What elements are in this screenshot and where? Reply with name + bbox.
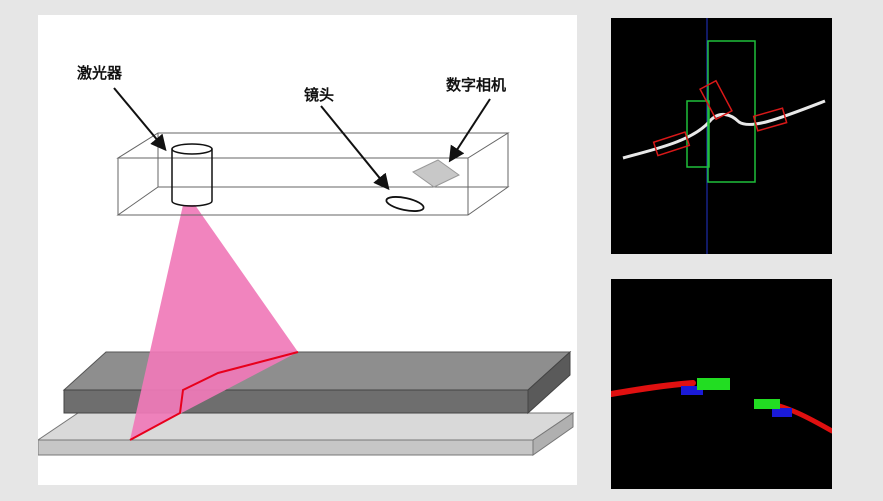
seam-detection-view (611, 18, 832, 254)
blue-marker-right (772, 408, 792, 417)
laser-arrow (113, 87, 167, 152)
laser-emitter (171, 143, 213, 207)
red-box-left (652, 131, 691, 157)
red-box-right (752, 107, 788, 132)
lens-icon (385, 196, 425, 212)
base-plate-front (38, 439, 534, 456)
laser-line (129, 351, 299, 441)
lens-arrow (320, 105, 390, 191)
laser-plane (130, 205, 298, 440)
raised-block-top (62, 351, 572, 391)
detect-box-small (686, 100, 710, 168)
seam-detection-svg (622, 18, 826, 254)
base-plate-top (38, 412, 575, 441)
red-box-top (699, 79, 733, 121)
blue-marker-left (681, 386, 703, 395)
laser-marker-svg (611, 378, 832, 434)
detect-box-large (707, 40, 756, 183)
green-marker-right (754, 399, 780, 409)
base-plate-side (532, 412, 574, 456)
diagram-svg: 激光器 镜头 数字相机 (38, 64, 575, 456)
raised-block-side (527, 350, 571, 415)
camera-label: 数字相机 (446, 76, 506, 94)
camera-arrow (448, 98, 491, 163)
raised-block-front (63, 389, 529, 414)
seam-curve (622, 99, 826, 160)
laser-segment-left (611, 380, 696, 397)
laser-label: 激光器 (77, 64, 123, 82)
laser-triangulation-diagram: 激光器 镜头 数字相机 (38, 15, 577, 485)
camera-sensor (412, 159, 460, 188)
green-marker-left (697, 378, 730, 390)
laser-marker-view (611, 279, 832, 489)
lens-label: 镜头 (304, 86, 334, 104)
